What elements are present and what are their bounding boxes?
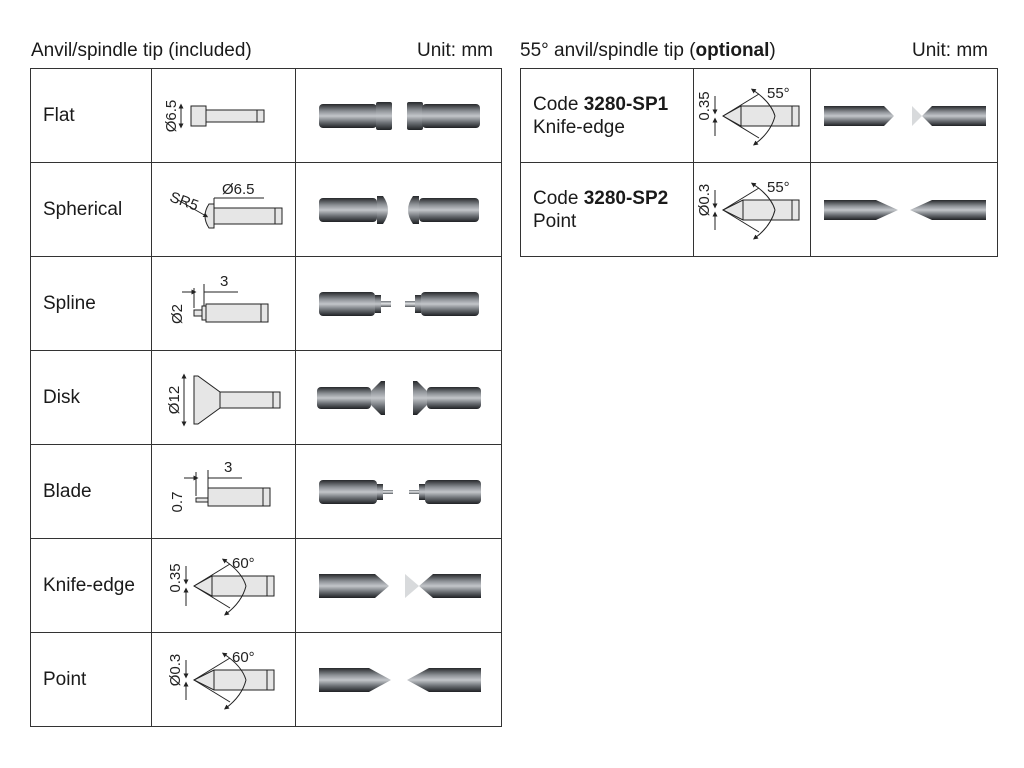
table-row: Code 3280-SP1 Knife-edge 0.35 55° [520,68,998,163]
photo-sp1 [810,68,998,163]
drawing-point: Ø0.3 60° [151,632,296,727]
drawing-sp1: 0.35 55° [693,68,811,163]
dim-label: Ø12 [166,385,183,413]
left-table-title: Anvil/spindle tip (included) [31,40,252,61]
optional-tips-table: Code 3280-SP1 Knife-edge 0.35 55° [520,68,998,257]
tip-name-knife-edge: Knife-edge [30,538,152,633]
photo-knife-edge [295,538,502,633]
blade-tip-photo [318,479,481,504]
photo-disk [295,350,502,445]
dim-label: 3 [220,273,228,290]
dim-label: 55° [767,179,790,196]
drawing-flat: Ø6.5 [151,68,296,163]
spherical-tip-photo [318,195,479,224]
code-sp1: 3280-SP1 [583,93,669,115]
sp1-knife-edge-photo [824,105,986,126]
flat-tip-drawing: Ø6.5 [163,99,264,132]
table-row: Blade 3 0.7 [30,444,502,539]
disk-tip-drawing: Ø12 [166,373,280,426]
dim-label: 0.7 [169,491,186,512]
sp2-point-drawing: Ø0.3 55° [696,179,800,240]
code-sp2: 3280-SP2 [583,187,669,209]
table-row: Flat Ø6.5 [30,68,502,163]
spherical-tip-drawing: SR5 Ø6.5 [167,181,282,228]
dim-label: 0.35 [696,91,713,120]
tip-name-point: Point [30,632,152,727]
right-table-title: 55° anvil/spindle tip (optional) [520,40,776,61]
dim-label: 60° [232,649,255,666]
left-unit-label: Unit: mm [417,40,493,61]
tip-name-spherical: Spherical [30,162,152,257]
table-row: Knife-edge 0.35 60° [30,538,502,633]
drawing-blade: 3 0.7 [151,444,296,539]
tip-name-flat: Flat [30,68,152,163]
sp1-knife-edge-drawing: 0.35 55° [696,85,800,146]
table-row: Point Ø0.3 60° [30,632,502,727]
dim-label: Ø2 [169,303,186,323]
spline-tip-photo [318,291,479,316]
dim-label: 55° [767,85,790,102]
dim-label: Ø0.3 [696,183,713,216]
photo-point [295,632,502,727]
dim-label: Ø0.3 [167,653,184,686]
table-row: Code 3280-SP2 Point Ø0.3 55° [520,162,998,257]
knife-edge-tip-drawing: 0.35 60° [167,555,274,616]
dim-label: 0.35 [167,563,184,592]
dim-label: 3 [224,459,232,476]
dim-label: 60° [232,555,255,572]
point-tip-drawing: Ø0.3 60° [167,649,274,710]
point-tip-photo [318,667,481,692]
sp2-point-photo [824,199,986,220]
photo-sp2 [810,162,998,257]
disk-tip-photo [316,380,481,415]
photo-blade [295,444,502,539]
tip-name-blade: Blade [30,444,152,539]
tip-name-sp2: Code 3280-SP2 Point [520,162,694,257]
flat-tip-photo [318,101,480,130]
drawing-sp2: Ø0.3 55° [693,162,811,257]
table-row: Spherical SR5 Ø6.5 [30,162,502,257]
tip-name-spline: Spline [30,256,152,351]
drawing-spherical: SR5 Ø6.5 [151,162,296,257]
included-tips-table: Flat Ø6.5 Spherical [30,68,502,727]
tip-name-sp1: Code 3280-SP1 Knife-edge [520,68,694,163]
drawing-spline: 3 Ø2 [151,256,296,351]
knife-edge-tip-photo [318,573,481,598]
right-unit-label: Unit: mm [912,40,988,61]
blade-tip-drawing: 3 0.7 [169,459,270,512]
photo-spherical [295,162,502,257]
tip-name-disk: Disk [30,350,152,445]
table-row: Disk Ø12 [30,350,502,445]
dim-label: SR5 [167,188,200,214]
drawing-knife-edge: 0.35 60° [151,538,296,633]
photo-flat [295,68,502,163]
dim-label: Ø6.5 [163,99,180,132]
photo-spline [295,256,502,351]
table-row: Spline 3 Ø2 [30,256,502,351]
dim-label: Ø6.5 [222,181,255,198]
spline-tip-drawing: 3 Ø2 [169,273,268,324]
drawing-disk: Ø12 [151,350,296,445]
